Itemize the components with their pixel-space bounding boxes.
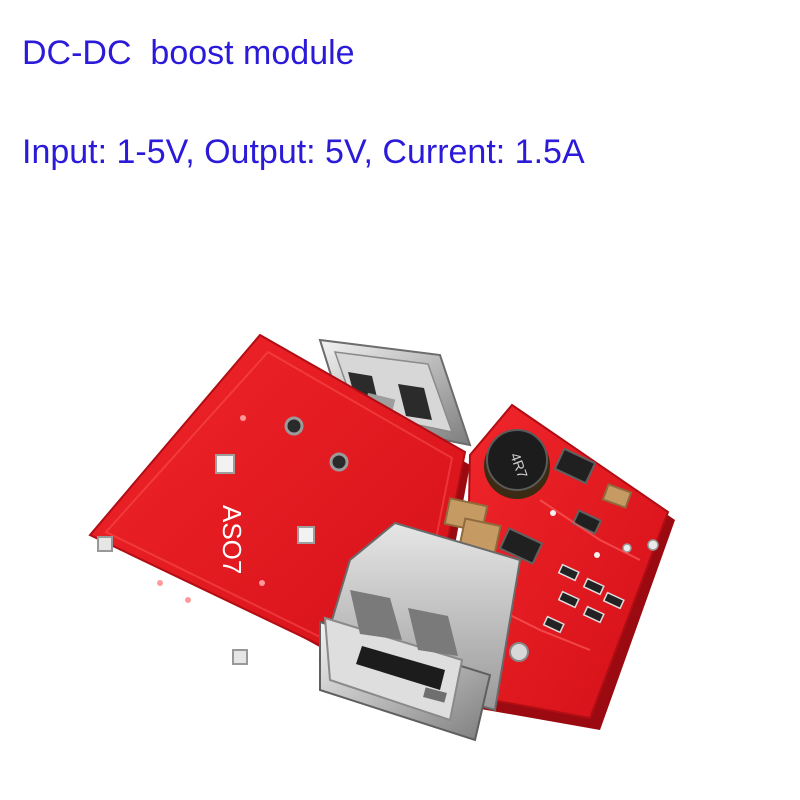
usb-connector-front [318, 521, 522, 742]
inductor: 4R7 [484, 429, 550, 499]
product-spec: Input: 1-5V, Output: 5V, Current: 1.5A [22, 133, 585, 171]
board-back-marking: ASO7 [217, 505, 247, 574]
product-title: DC-DC boost module [22, 34, 355, 72]
board-front: 4R7 [443, 403, 675, 730]
